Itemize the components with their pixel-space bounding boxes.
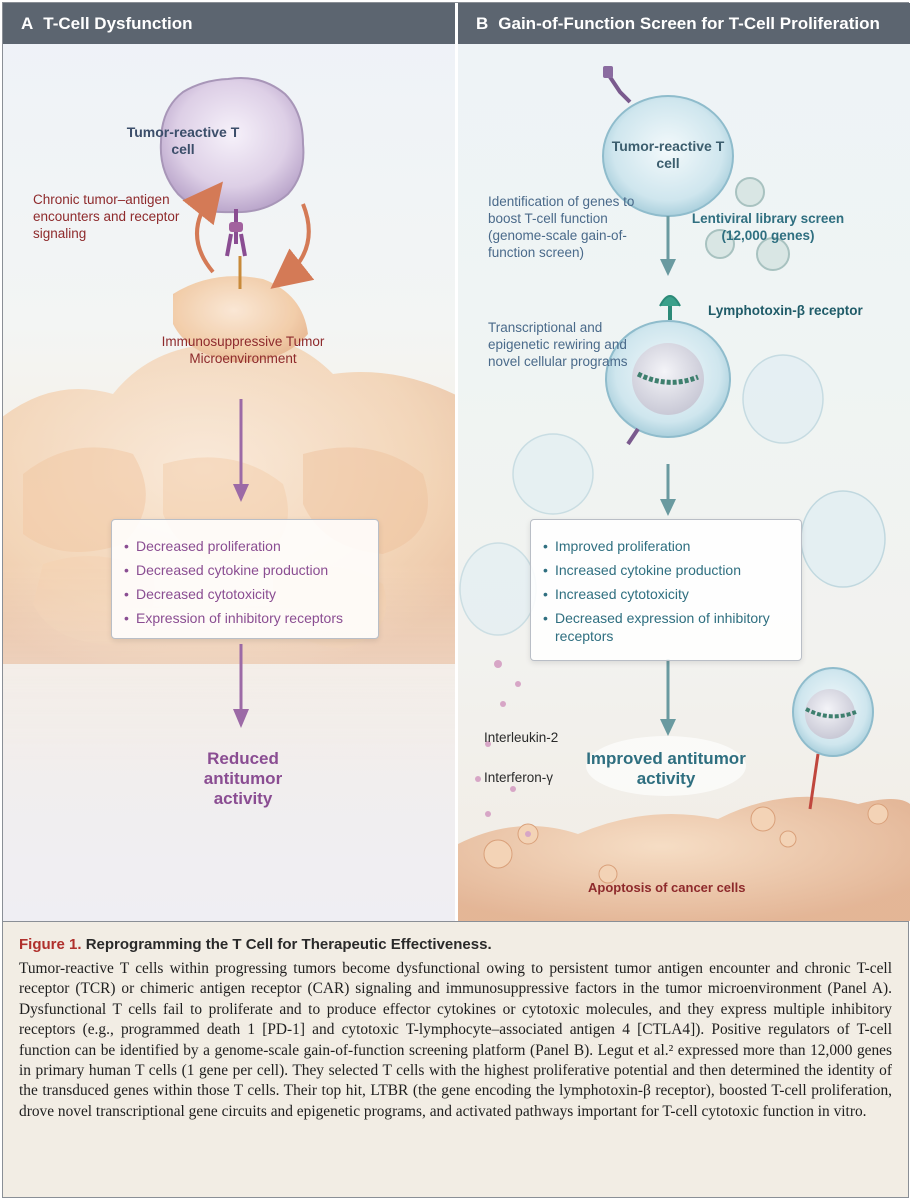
panel-a-outcome: Reduced antitumor activity	[203, 749, 283, 808]
panel-b-library-label: Lentiviral library screen (12,000 genes)	[691, 211, 845, 243]
apoptosis-label: Apoptosis of cancer cells	[588, 880, 746, 895]
effect-item: •Decreased expression of inhibitory rece…	[543, 610, 770, 644]
figure-number: Figure 1.	[19, 936, 82, 953]
down-arrow-1	[233, 399, 249, 502]
caption-body: Tumor-reactive T cells within progressin…	[19, 960, 892, 1120]
caption-title-text: Reprogramming the T Cell for Therapeutic…	[85, 936, 492, 953]
panel-b-effects-box: •Improved proliferation •Increased cytok…	[530, 519, 802, 661]
effect-item: •Increased cytotoxicity	[543, 586, 689, 602]
interferon-gamma-label: Interferon-γ	[484, 770, 554, 785]
signaling-arrow-down	[270, 203, 315, 289]
panel-a-effects-box: •Decreased proliferation •Decreased cyto…	[111, 519, 379, 639]
effect-item: •Improved proliferation	[543, 538, 691, 554]
panel-b: B Gain-of-Function Screen for T-Cell Prol…	[458, 3, 910, 921]
signaling-arrow-up	[182, 181, 223, 274]
interleukin-2-label: Interleukin-2	[484, 730, 559, 745]
caption-title: Figure 1. Reprogramming the T Cell for T…	[19, 935, 892, 955]
effect-item: •Decreased proliferation	[124, 538, 281, 554]
panel-b-cell-label: Tumor-reactive T cell	[611, 138, 725, 171]
car-receptor-icon	[603, 66, 632, 104]
panel-divider	[455, 3, 458, 921]
effect-item: •Expression of inhibitory receptors	[124, 610, 343, 626]
panel-a-cell-label: Tumor-reactive T cell	[126, 124, 240, 157]
panel-b-identification-label: Identification of genes to boost T-cell …	[488, 194, 635, 260]
panel-a: A T-Cell Dysfunction	[3, 3, 455, 921]
panel-a-header: A T-Cell Dysfunction	[3, 3, 455, 44]
figure-caption: Figure 1. Reprogramming the T Cell for T…	[3, 921, 908, 1197]
panel-b-letter: B	[476, 14, 489, 33]
cancer-cells	[458, 796, 910, 921]
down-arrow-3	[660, 659, 676, 736]
lymphotoxin-receptor-icon	[659, 295, 681, 320]
t-cell-shape	[159, 77, 305, 214]
panel-b-illustration	[458, 66, 910, 921]
panel-b-rewiring-label: Transcriptional and epigenetic rewiring …	[488, 320, 628, 369]
down-arrow-1	[660, 216, 676, 276]
panel-a-microenvironment-label: Immunosuppressive Tumor Microenvironment	[161, 334, 325, 366]
down-arrow-2	[660, 464, 676, 516]
cytokine-dots	[475, 660, 531, 837]
panel-b-outcome: Improved antitumor activity	[586, 749, 746, 788]
effect-item: •Decreased cytokine production	[124, 562, 329, 578]
receptor-icon	[225, 209, 247, 289]
down-arrow-2	[233, 644, 249, 728]
panel-b-receptor-label: Lymphotoxin-β receptor	[708, 303, 863, 318]
panel-a-letter: A	[21, 14, 34, 33]
panel-a-title: T-Cell Dysfunction	[43, 14, 193, 33]
panel-a-signaling-label: Chronic tumor–antigen encounters and rec…	[33, 192, 180, 241]
effect-item: •Increased cytokine production	[543, 562, 741, 578]
lentivirus-icon	[705, 177, 790, 271]
panel-b-title: Gain-of-Function Screen for T-Cell Proli…	[498, 14, 880, 33]
effect-item: •Decreased cytotoxicity	[124, 586, 277, 602]
panel-b-header: B Gain-of-Function Screen for T-Cell Prol…	[458, 3, 910, 44]
